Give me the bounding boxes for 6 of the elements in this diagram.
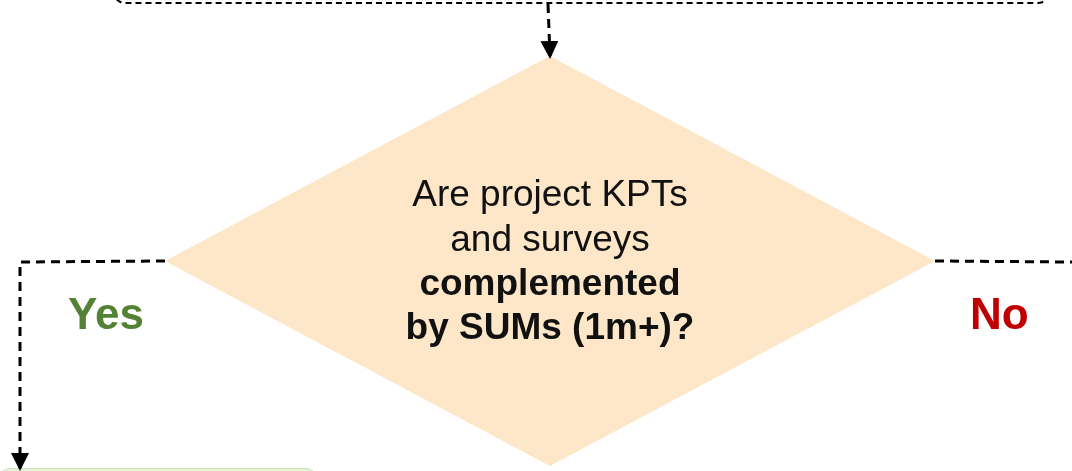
question-text: Are project KPTs and surveys complemented by SUMs (1m+)? xyxy=(404,172,696,350)
arrow xyxy=(11,259,165,471)
decision-diamond xyxy=(165,56,935,466)
edge-label: Yes xyxy=(68,292,144,336)
arrow xyxy=(540,3,559,59)
edge-label: No xyxy=(970,292,1029,336)
